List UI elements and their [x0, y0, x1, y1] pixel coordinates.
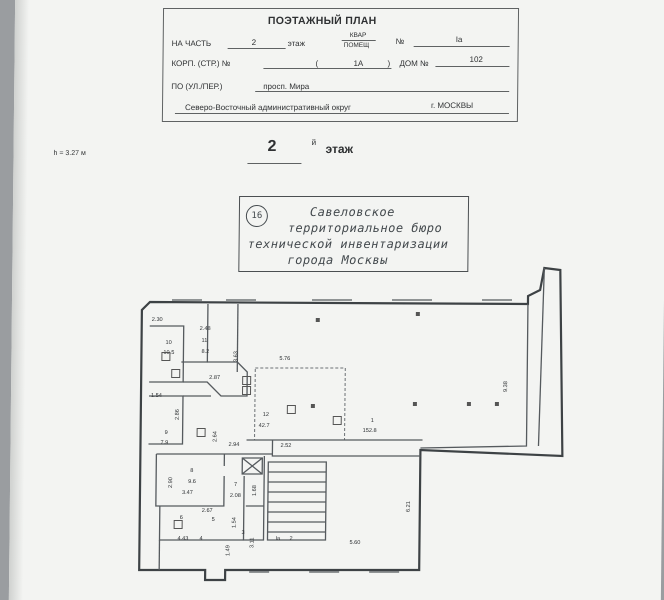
plan-label: 9 — [164, 430, 168, 436]
plan-label: 5.60 — [349, 540, 361, 546]
sink-icon — [196, 428, 206, 437]
plan-label: 1.54 — [231, 517, 238, 528]
sink-icon — [332, 416, 342, 425]
plan-label: 2 — [289, 536, 293, 542]
document-sheet: ПОЭТАЖНЫЙ ПЛАН НА ЧАСТЬ 2 этаж КВАР ПОМЕ… — [8, 0, 664, 600]
plan-label: 7 — [234, 482, 238, 488]
plan-label: 4 — [199, 536, 203, 542]
plan-label: 42.7 — [258, 423, 270, 429]
plan-label: 2.67 — [201, 508, 213, 514]
plan-label: 9.38 — [503, 381, 510, 392]
plan-label: 8 — [190, 468, 194, 474]
plan-label: 5.76 — [279, 356, 291, 362]
plan-label: 4.43 — [177, 536, 189, 542]
plan-label: 1.49 — [225, 545, 232, 556]
toilet-icon — [173, 520, 183, 529]
plan-label: 2.52 — [280, 443, 292, 449]
plan-label: 3 — [241, 530, 245, 536]
plan-label: 12 — [262, 412, 270, 418]
sink-icon — [242, 376, 252, 385]
sink-icon — [171, 369, 181, 378]
plan-label: 7.9 — [160, 440, 169, 446]
plan-label: 2.48 — [199, 326, 211, 332]
floor-plan — [138, 266, 564, 582]
plan-label: 11 — [201, 338, 208, 344]
sink-icon — [286, 405, 296, 414]
plan-label: 2.08 — [229, 493, 241, 499]
plan-label: 8.2 — [201, 349, 210, 355]
plan-label: 2.30 — [151, 317, 163, 323]
plan-label: 2.64 — [212, 431, 219, 442]
plan-label: 9.6 — [188, 479, 196, 485]
sink-icon — [242, 386, 252, 395]
plan-label: 3.63 — [233, 351, 240, 362]
plan-label: 1 — [370, 418, 374, 424]
plan-label: Iа — [275, 536, 281, 542]
plan-label: 1.54 — [150, 393, 162, 399]
plan-label: 5 — [211, 517, 215, 523]
plan-label: 152.8 — [362, 428, 377, 434]
plan-label: 2.86 — [174, 409, 181, 420]
plan-label: 6.21 — [405, 501, 412, 512]
sink-icon — [161, 352, 171, 361]
plan-label: 1.68 — [251, 485, 259, 496]
plan-label: 10 — [165, 340, 172, 346]
plan-label: 2.94 — [228, 442, 240, 448]
plan-label: 2.90 — [168, 477, 175, 488]
plan-label: 2.87 — [209, 375, 221, 381]
plan-label: 3.47 — [181, 490, 193, 496]
plan-label: 3.11 — [249, 537, 256, 548]
